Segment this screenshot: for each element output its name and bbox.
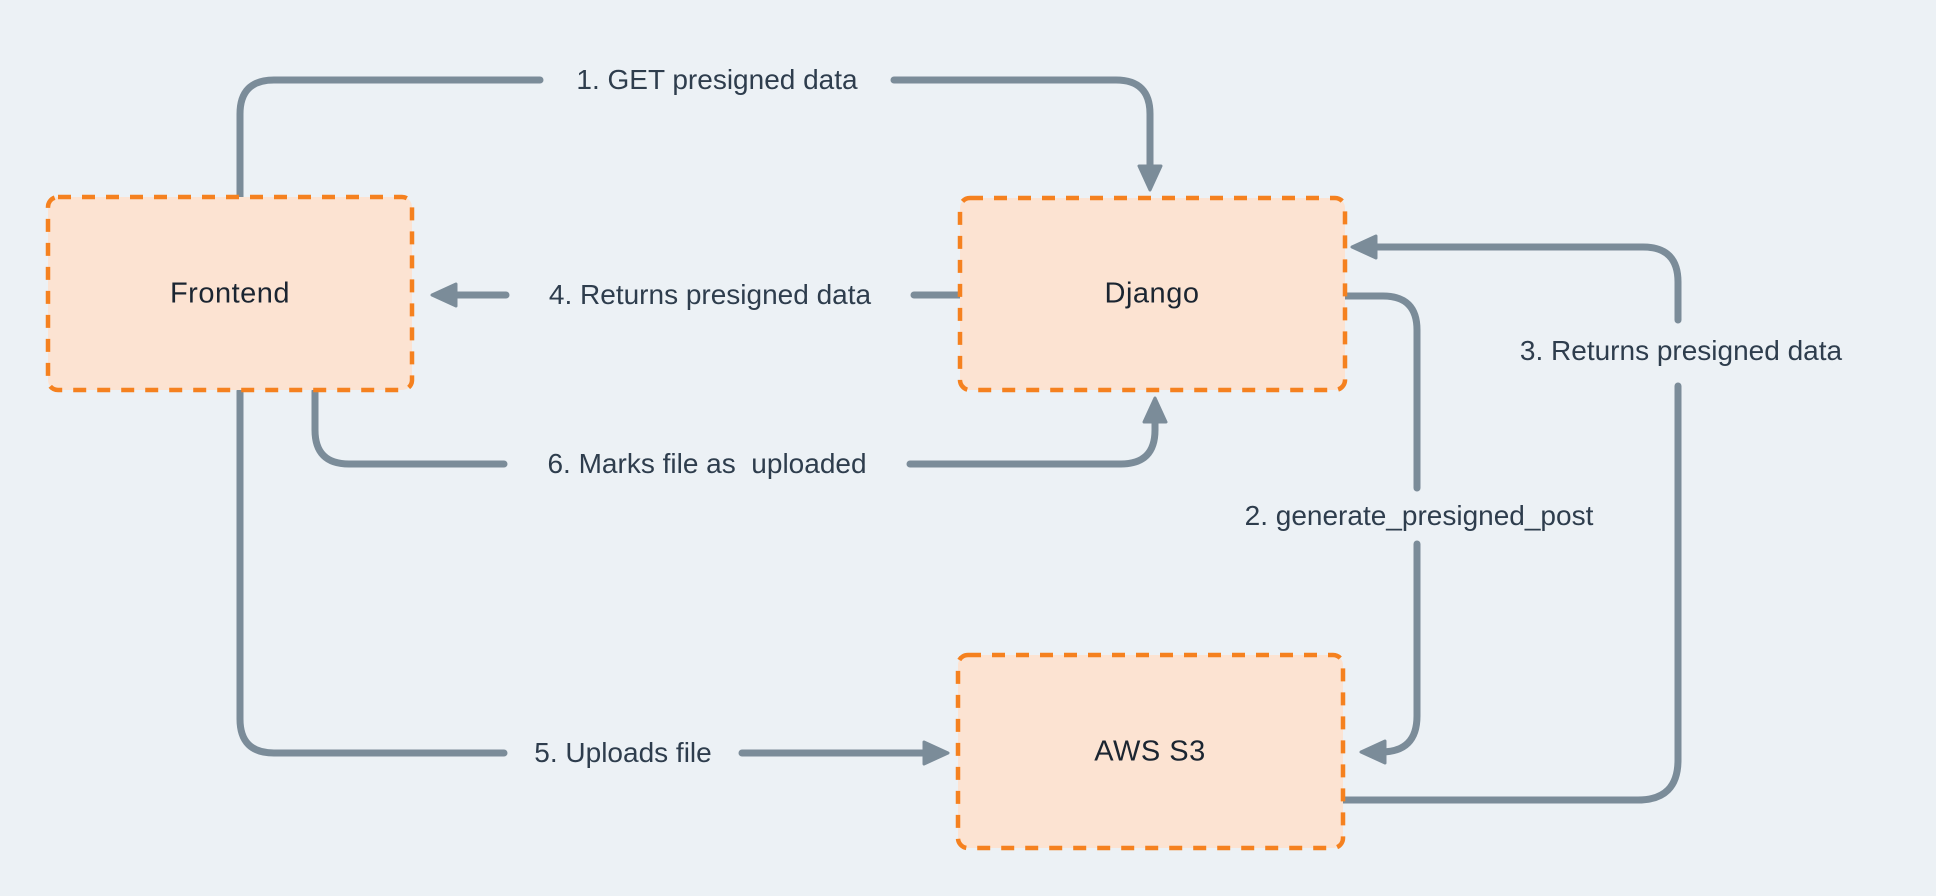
node-label-frontend: Frontend — [169, 277, 291, 310]
edge-label-3: 3. Returns presigned data — [1511, 334, 1851, 368]
edge-6-line-end-arrow — [906, 396, 1168, 468]
edge-label-6: 6. Marks file as uploaded — [539, 447, 875, 481]
edge-3-line-start — [1339, 382, 1682, 804]
edge-1-line-start — [236, 76, 544, 202]
edge-3-line-end-arrow — [1350, 234, 1682, 324]
edge-2-line-end-arrow — [1359, 540, 1421, 765]
node-django-box — [957, 195, 1348, 393]
node-label-django: Django — [1104, 277, 1200, 310]
edge-label-1: 1. GET presigned data — [568, 63, 866, 97]
edge-2-line-start — [1341, 292, 1421, 492]
node-frontend-box — [45, 194, 415, 393]
edge-label-2: 2. generate_presigned_post — [1236, 499, 1602, 533]
edge-1-line-end-arrow — [890, 76, 1163, 192]
edge-label-5: 5. Uploads file — [526, 736, 720, 770]
node-aws-s3-box — [955, 652, 1346, 851]
edge-5-line-start — [236, 387, 508, 757]
node-label-aws-s3: AWS S3 — [1094, 735, 1206, 768]
edge-label-4: 4. Returns presigned data — [540, 278, 880, 312]
edge-6-line-start — [311, 387, 508, 468]
